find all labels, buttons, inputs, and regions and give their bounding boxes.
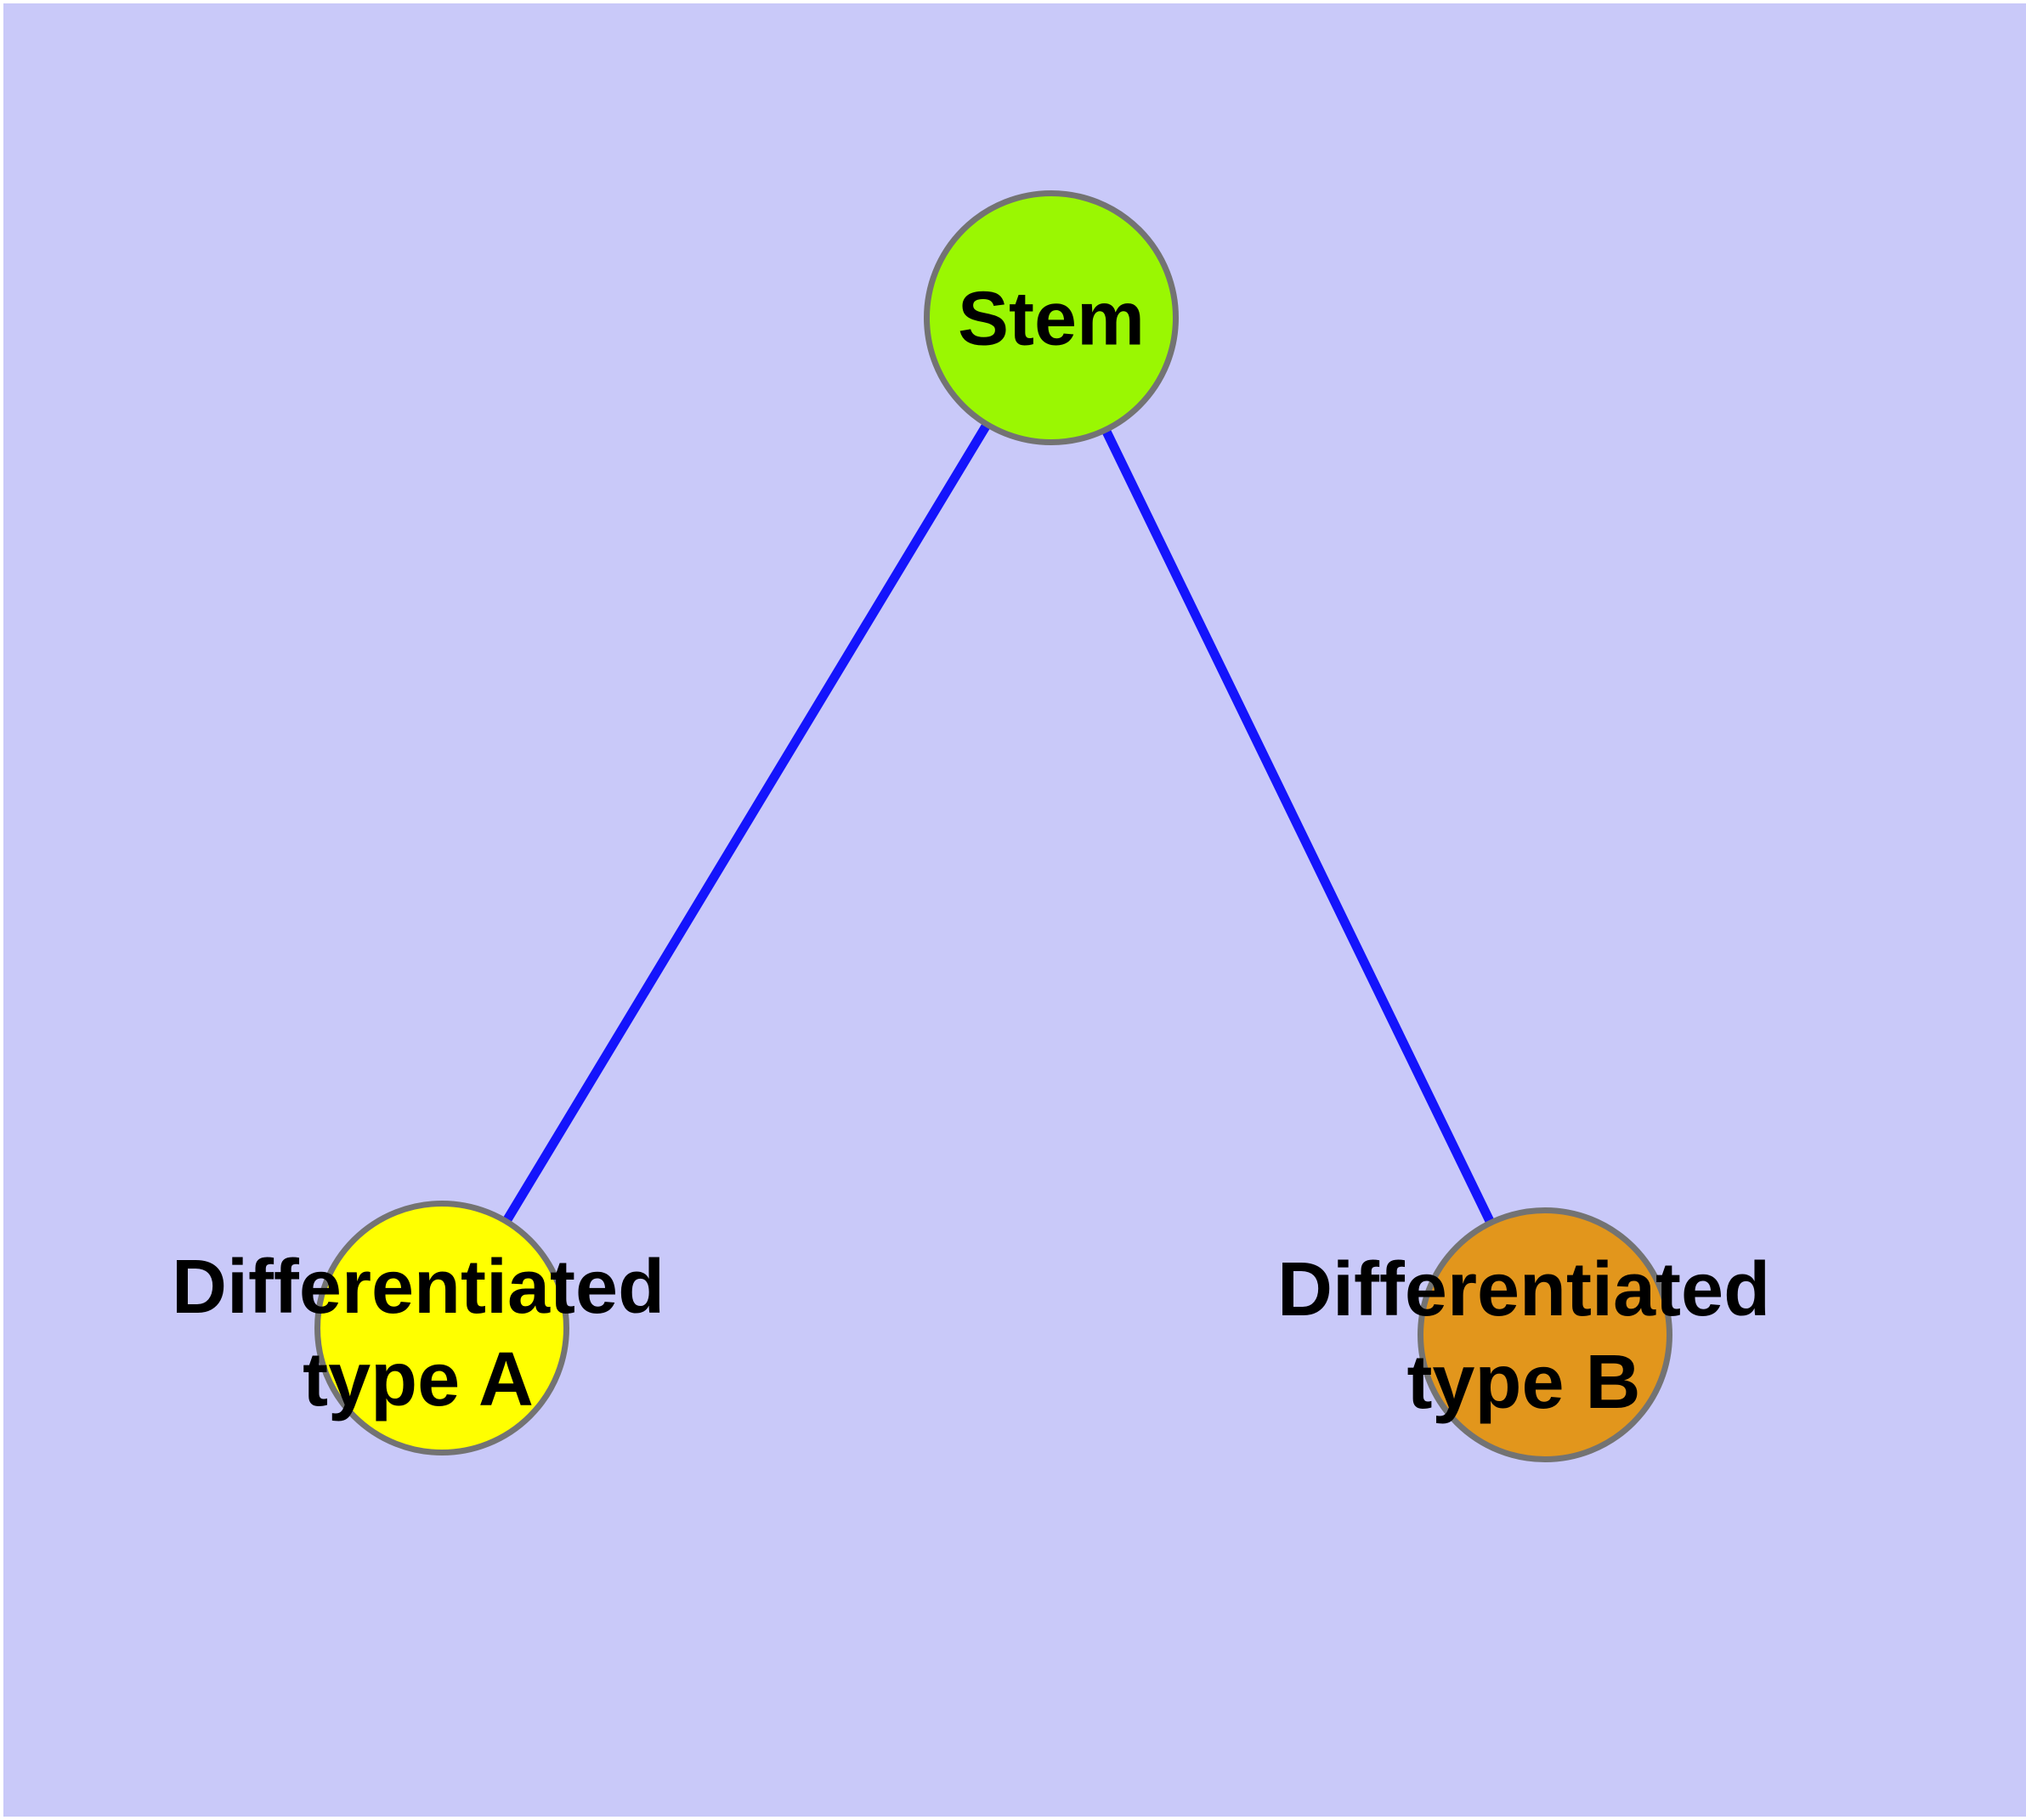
edge-stem-to-type-a: [438, 315, 1055, 1331]
node-differentiated-type-a-label: Differentiated type A: [171, 1245, 665, 1422]
edge-stem-to-type-b: [1047, 315, 1549, 1337]
node-differentiated-type-b-label: Differentiated type B: [1276, 1247, 1771, 1425]
node-stem-label: Stem: [957, 276, 1146, 362]
node-differentiated-type-a-circle: [314, 1201, 569, 1455]
edge-layer: [438, 315, 1549, 1337]
node-stem-circle: [924, 190, 1179, 445]
node-differentiated-type-b-circle: [1418, 1207, 1672, 1462]
